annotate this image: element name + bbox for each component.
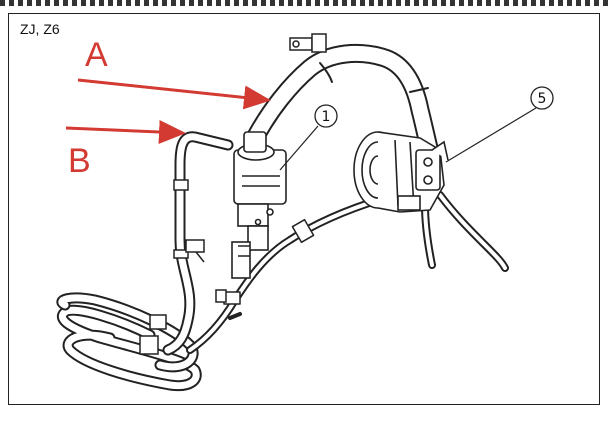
callout-number-1: 1 [322,109,331,125]
hose-a [245,43,442,170]
callout-1: 1 [279,104,338,171]
pressure-line [186,191,399,354]
pump-lower-hose [421,191,509,272]
reservoir [231,131,287,279]
model-label: ZJ, Z6 [20,21,60,37]
top-dashed-border [0,0,610,6]
callout-number-5: 5 [538,91,547,107]
annotation-letter-b: B [68,142,91,180]
mount-bracket [289,33,327,53]
hose-clamps [139,179,227,355]
callout-5: 5 [445,86,554,163]
arrow-a [77,78,271,110]
arrow-b [65,119,186,144]
power-steering-pump [353,131,449,213]
annotation-letter-a: A [85,36,108,74]
